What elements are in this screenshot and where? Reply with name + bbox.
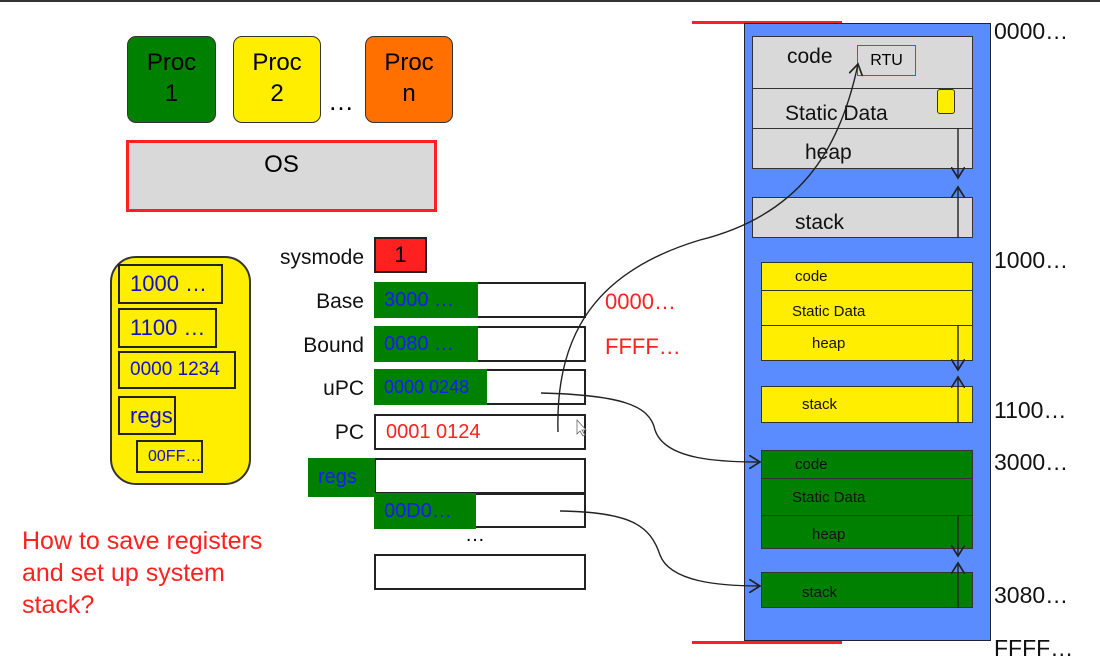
segment-label: code bbox=[795, 268, 828, 285]
upc-label: uPC bbox=[323, 377, 364, 400]
bound-note: FFFF… bbox=[605, 334, 681, 359]
address-label: FFFF… bbox=[994, 635, 1074, 661]
static-data-marker bbox=[937, 89, 955, 114]
os-box: OS bbox=[126, 140, 437, 212]
base-note: 0000… bbox=[605, 289, 676, 314]
sysmode-value: 1 bbox=[374, 237, 427, 273]
regs-last-slot bbox=[374, 554, 586, 590]
os-heap: heap bbox=[752, 128, 973, 169]
proc1-heap: heap bbox=[761, 515, 973, 549]
pc-register: 0001 0124 bbox=[374, 414, 586, 450]
saved-bound: 1100 … bbox=[118, 308, 217, 348]
segment-label: Static Data bbox=[792, 302, 866, 320]
proc2-stack: stack bbox=[761, 386, 973, 423]
process-ellipsis: … bbox=[328, 86, 354, 116]
pc-value: 0001 0124 bbox=[386, 421, 481, 443]
base-value: 3000 … bbox=[374, 282, 478, 318]
address-label: 1000… bbox=[994, 247, 1069, 273]
regs-register bbox=[374, 458, 586, 494]
question-text: How to save registers and set up system … bbox=[22, 525, 262, 621]
rtu-box: RTU bbox=[857, 45, 916, 76]
os-label: OS bbox=[264, 151, 299, 178]
saved-regs: regs bbox=[118, 396, 176, 435]
os-stack: stack bbox=[752, 197, 973, 238]
sysmode-label: sysmode bbox=[279, 246, 364, 269]
mouse-cursor-icon bbox=[576, 418, 587, 437]
proc2-static-data: Static Data bbox=[761, 290, 973, 326]
question-line: and set up system bbox=[22, 559, 225, 587]
proc2-heap: heap bbox=[761, 325, 973, 361]
segment-label: stack bbox=[802, 583, 838, 601]
upc-value: 0000 0248 bbox=[374, 369, 487, 405]
top-border bbox=[0, 0, 1100, 2]
segment-label: code bbox=[795, 456, 828, 473]
base-label: Base bbox=[316, 290, 364, 313]
proc1-static-data: Static Data bbox=[761, 478, 973, 516]
segment-label: Static Data bbox=[792, 488, 866, 506]
bound-line-bottom bbox=[692, 641, 842, 644]
segment-label: heap bbox=[805, 140, 852, 164]
segment-label: heap bbox=[812, 525, 846, 543]
process-number: n bbox=[402, 80, 416, 107]
segment-label: heap bbox=[812, 334, 846, 352]
address-label: 1100… bbox=[994, 397, 1067, 423]
regs-label: regs bbox=[308, 458, 375, 497]
regs-value: 00D0… bbox=[374, 493, 476, 529]
upc-to-code-arrow bbox=[540, 392, 760, 462]
address-label: 0000… bbox=[994, 18, 1069, 44]
regs-ellipsis: … bbox=[465, 524, 485, 546]
saved-regs-value: 00FF… bbox=[136, 440, 203, 473]
process-number: 2 bbox=[270, 80, 284, 107]
question-line: stack? bbox=[22, 591, 95, 619]
bound-label: Bound bbox=[303, 334, 364, 357]
process-label: Proc bbox=[384, 49, 434, 76]
segment-label: code bbox=[787, 45, 833, 68]
process-2: Proc 2 bbox=[233, 36, 321, 123]
pc-label: PC bbox=[334, 421, 364, 444]
process-label: Proc bbox=[146, 49, 197, 76]
address-label: 3000… bbox=[994, 449, 1069, 475]
process-1: Proc 1 bbox=[127, 36, 216, 123]
process-n: Proc n bbox=[365, 36, 453, 123]
saved-pc: 0000 1234 bbox=[118, 351, 236, 389]
proc1-stack: stack bbox=[761, 572, 973, 608]
proc1-code: code bbox=[761, 450, 973, 479]
bound-value: 0080 … bbox=[374, 326, 478, 362]
segment-label: stack bbox=[802, 396, 838, 413]
regs-to-stack-arrow bbox=[559, 510, 760, 586]
bound-line-top bbox=[692, 21, 842, 24]
segment-label: Static Data bbox=[785, 101, 888, 125]
segment-label: stack bbox=[795, 210, 845, 234]
saved-base: 1000 … bbox=[118, 264, 223, 304]
process-label: Proc bbox=[252, 49, 302, 76]
pc-to-rtu-arrow bbox=[557, 64, 858, 433]
process-number: 1 bbox=[164, 80, 179, 107]
address-label: 3080… bbox=[994, 582, 1069, 608]
proc2-code: code bbox=[761, 262, 973, 291]
question-line: How to save registers bbox=[22, 527, 263, 555]
